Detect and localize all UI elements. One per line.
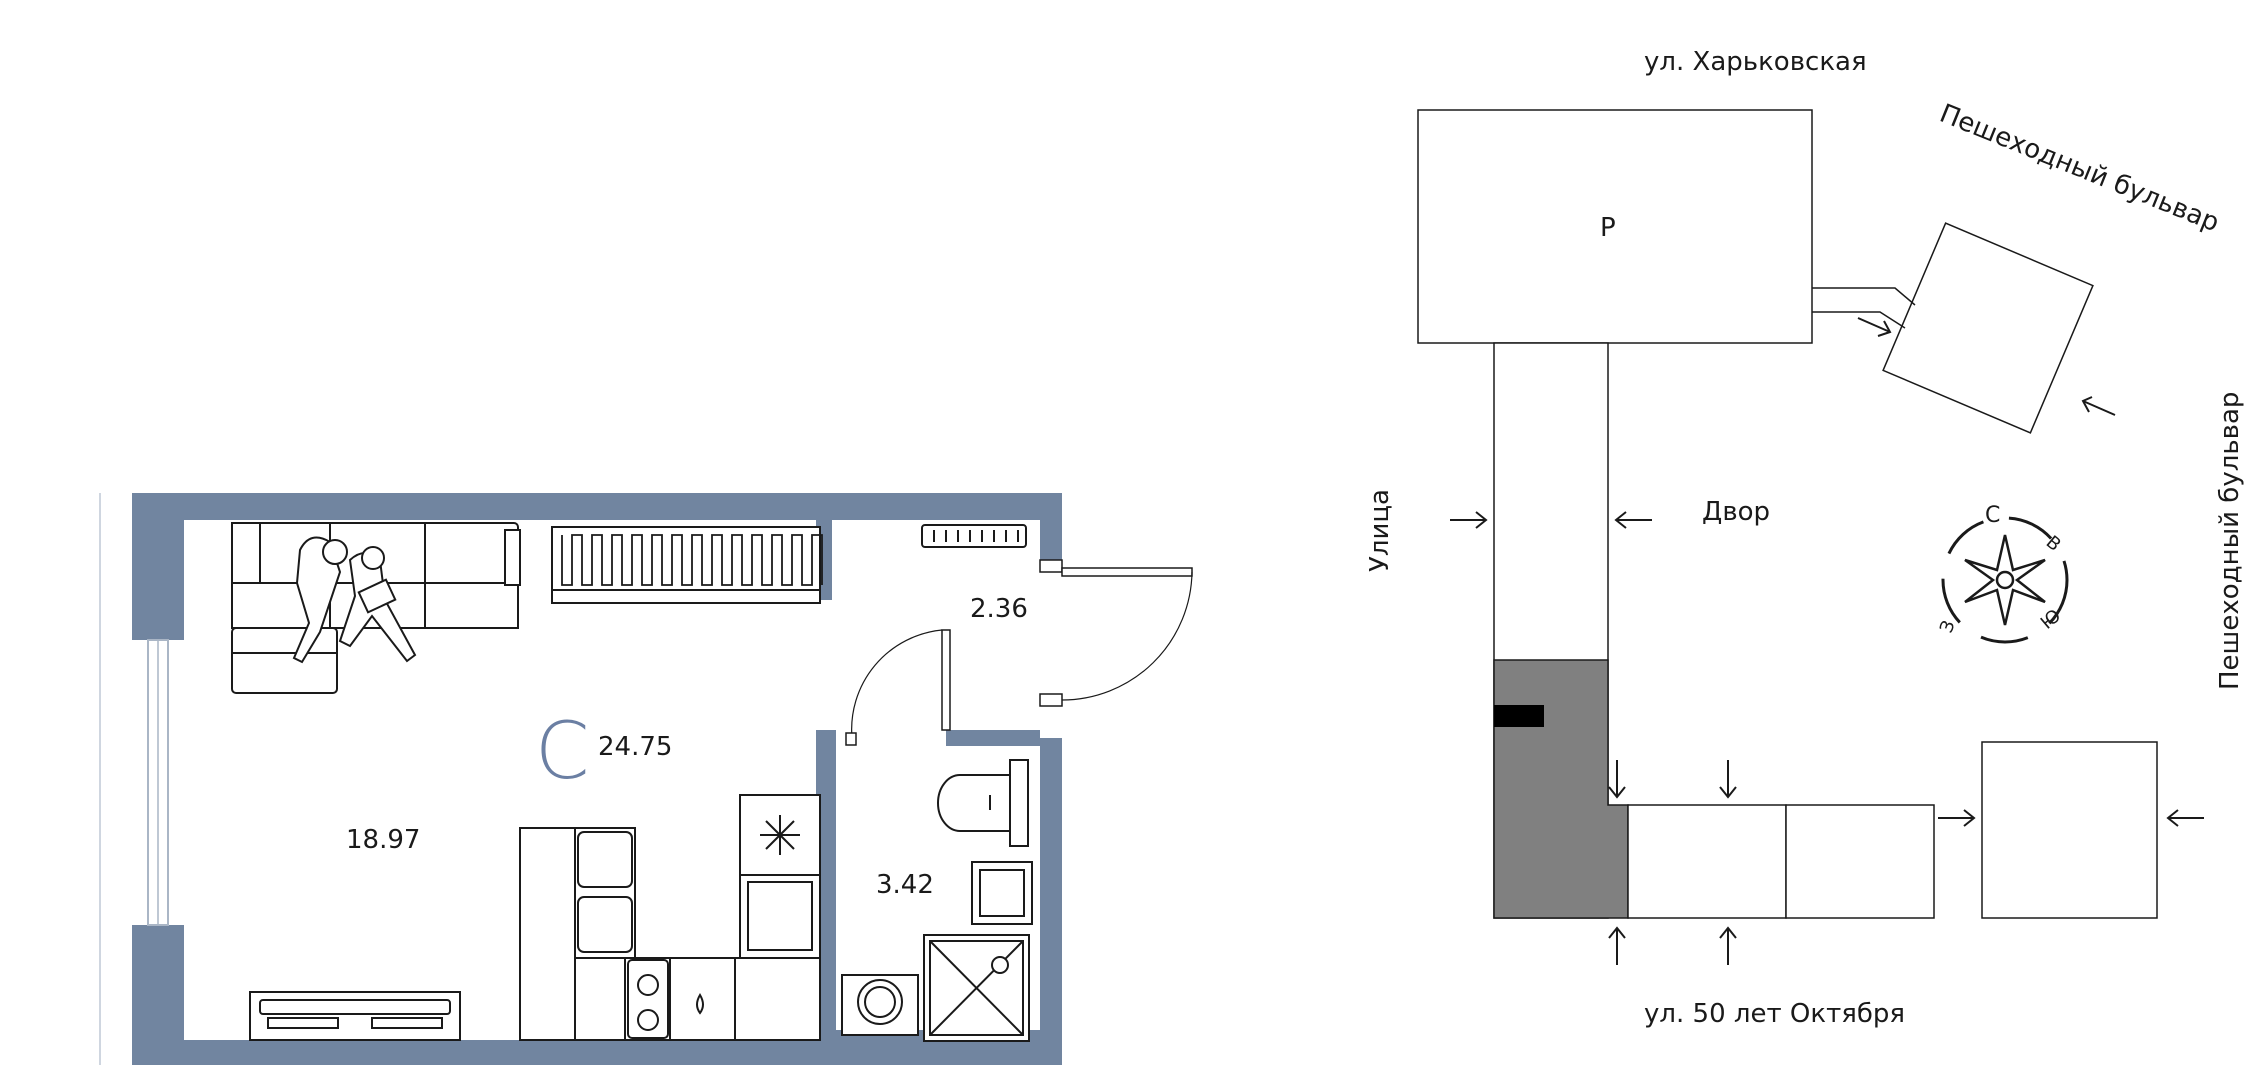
- apartment-type-letter: С: [535, 707, 589, 797]
- arrow-icon: [2081, 396, 2116, 416]
- arrow-icon: [1450, 511, 1488, 529]
- connector: [1812, 287, 1916, 329]
- courtyard-label: Двор: [1702, 497, 1770, 527]
- bath-door-swing: [851, 629, 943, 739]
- street-northeast: Пешеходный бульвар: [1935, 99, 2223, 239]
- parking-label: Р: [1600, 213, 1616, 243]
- snowflake-icon: [760, 815, 800, 855]
- bath-door-leaf: [941, 629, 951, 731]
- door-jamb-bottom: [1039, 693, 1063, 707]
- street-west: Улица: [1365, 489, 1395, 572]
- south-wing-b: [1785, 804, 1935, 919]
- bath-door-jamb: [845, 732, 857, 746]
- bath-wall-top: [946, 730, 1040, 746]
- arrow-icon: [2166, 809, 2204, 827]
- apartment-plan: 2.36 3.42 18.97 С 24.75: [99, 493, 1193, 1065]
- arrow-icon: [1938, 809, 1976, 827]
- total-area-label: 24.75: [598, 732, 672, 762]
- arrow-icon: [1719, 760, 1737, 799]
- south-wing-a: [1627, 804, 1787, 919]
- entrance-door-swing: [1061, 571, 1193, 701]
- entrance-door-leaf: [1061, 567, 1193, 577]
- arrow-icon: [1614, 511, 1652, 529]
- bathroom-fixtures: [841, 759, 1033, 1042]
- hall-rack: [921, 524, 1027, 548]
- street-east: Пешеходный бульвар: [2215, 392, 2245, 690]
- bath-area-label: 3.42: [876, 870, 934, 900]
- hall-area-label: 2.36: [970, 594, 1028, 624]
- arrow-icon: [1719, 926, 1737, 965]
- compass-icon: С В Ю З: [1936, 503, 2069, 644]
- street-south: ул. 50 лет Октября: [1644, 999, 1905, 1029]
- arrow-icon: [1857, 317, 1892, 337]
- door-jamb-top: [1039, 559, 1063, 573]
- entrance-marker: [1494, 705, 1544, 727]
- arrow-icon: [1608, 926, 1626, 965]
- arrow-icon: [1608, 760, 1626, 799]
- compass-east: В: [2042, 532, 2065, 556]
- entrance-arrows: [1450, 317, 2204, 965]
- kitchen: [519, 794, 821, 1041]
- parking-building: [1417, 109, 1813, 344]
- highlighted-section: [1493, 659, 1629, 919]
- living-area-label: 18.97: [346, 825, 420, 855]
- sofa: [231, 522, 521, 694]
- compass-north: С: [1985, 503, 2000, 528]
- tv-unit: [249, 991, 461, 1041]
- site-plan: [1417, 109, 2158, 919]
- street-north: ул. Харьковская: [1644, 47, 1867, 77]
- ne-building: [1882, 222, 2094, 434]
- east-building: [1981, 741, 2158, 919]
- radiator: [551, 526, 823, 604]
